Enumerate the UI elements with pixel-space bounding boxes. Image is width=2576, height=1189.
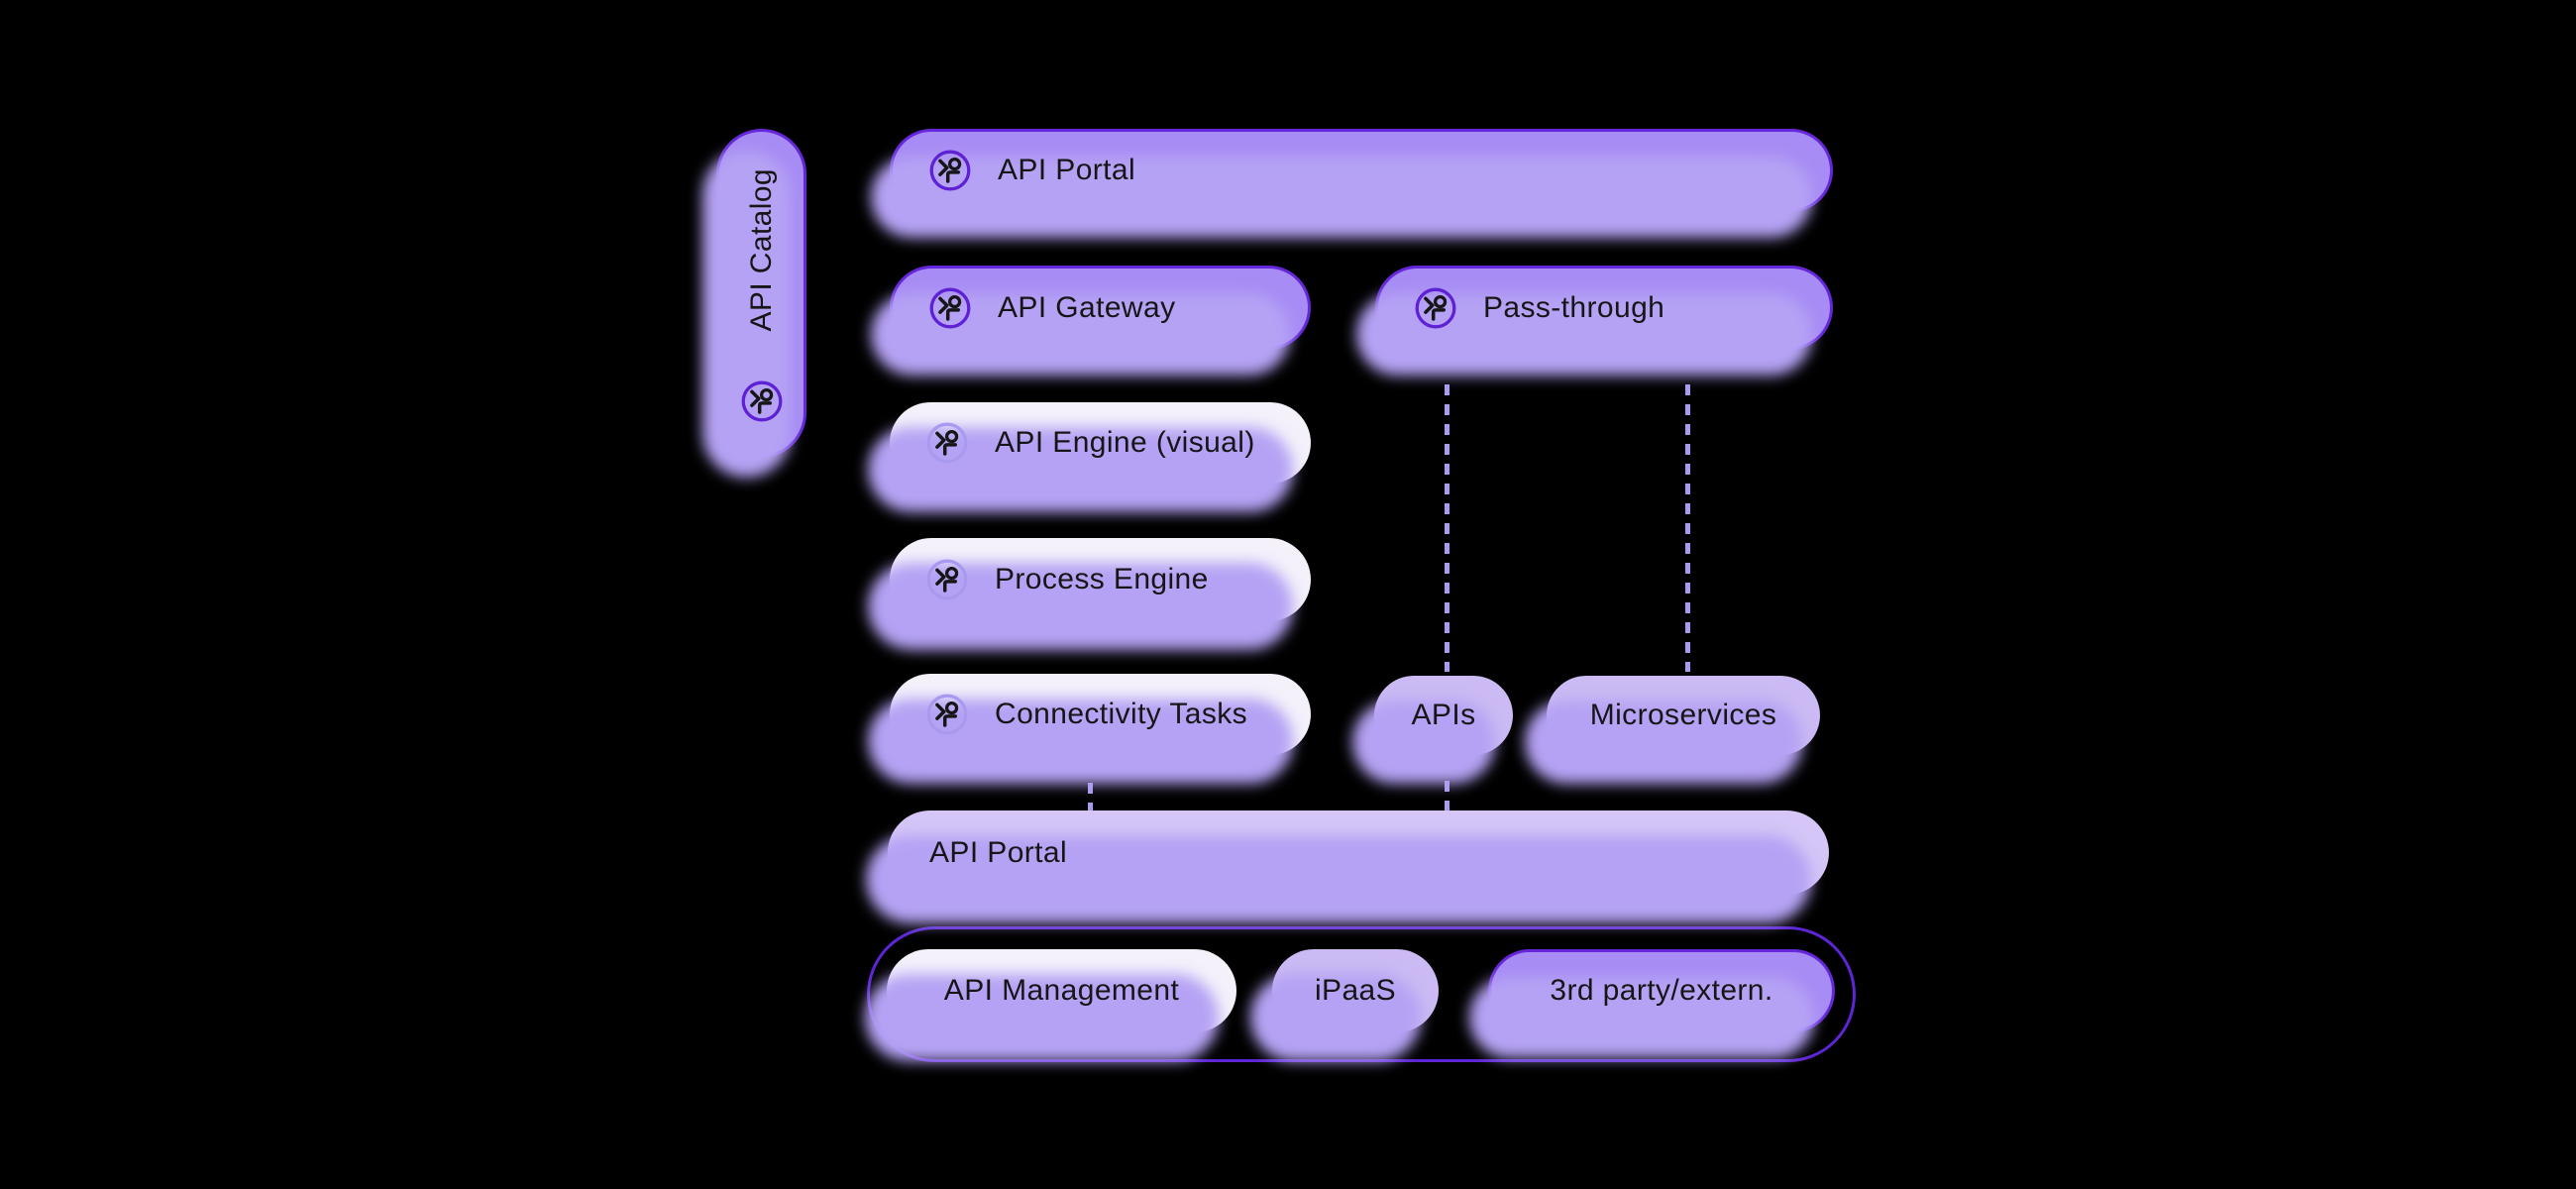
node-ipaas: iPaaS	[1272, 949, 1439, 1032]
node-apis: APIs	[1374, 676, 1513, 755]
node-api-gateway: API Gateway	[890, 266, 1311, 350]
node-label: API Gateway	[998, 290, 1176, 324]
node-label: Process Engine	[995, 563, 1209, 595]
node-label: API Portal	[929, 835, 1068, 869]
node-label: APIs	[1411, 699, 1476, 731]
figure-circle-icon	[1414, 286, 1457, 330]
node-process-engine: Process Engine	[890, 538, 1311, 621]
node-third-party-extern: 3rd party/extern.	[1488, 949, 1835, 1032]
node-label: Connectivity Tasks	[995, 698, 1248, 730]
figure-circle-icon	[925, 421, 969, 465]
api-catalog-label: API Catalog	[744, 167, 778, 332]
node-label: Pass-through	[1483, 290, 1665, 324]
node-pass-through: Pass-through	[1375, 266, 1833, 350]
node-label: Microservices	[1589, 699, 1777, 731]
node-label: API Engine (visual)	[995, 426, 1255, 459]
figure-circle-icon	[740, 379, 784, 423]
node-connectivity-tasks: Connectivity Tasks	[890, 674, 1311, 755]
connector-apis-portal	[1445, 781, 1449, 811]
node-api-engine-visual: API Engine (visual)	[890, 402, 1311, 484]
figure-circle-icon	[925, 558, 969, 601]
figure-circle-icon	[928, 149, 972, 192]
node-label: 3rd party/extern.	[1550, 974, 1773, 1007]
node-label: iPaaS	[1314, 974, 1397, 1007]
node-label: API Portal	[998, 154, 1136, 186]
node-api-portal-top: API Portal	[890, 129, 1833, 212]
connector-passthrough-microservices	[1685, 384, 1690, 672]
connector-connectivity-portal	[1088, 783, 1093, 811]
node-api-catalog: API Catalog	[716, 129, 806, 458]
node-api-portal-bottom: API Portal	[888, 811, 1829, 895]
node-label: API Management	[943, 974, 1180, 1007]
node-api-management: API Management	[887, 949, 1236, 1032]
figure-circle-icon	[928, 286, 972, 330]
connector-passthrough-apis	[1445, 384, 1449, 672]
api-catalog-label-wrap: API Catalog	[719, 132, 804, 368]
figure-circle-icon	[925, 693, 969, 736]
node-microservices: Microservices	[1547, 676, 1820, 755]
